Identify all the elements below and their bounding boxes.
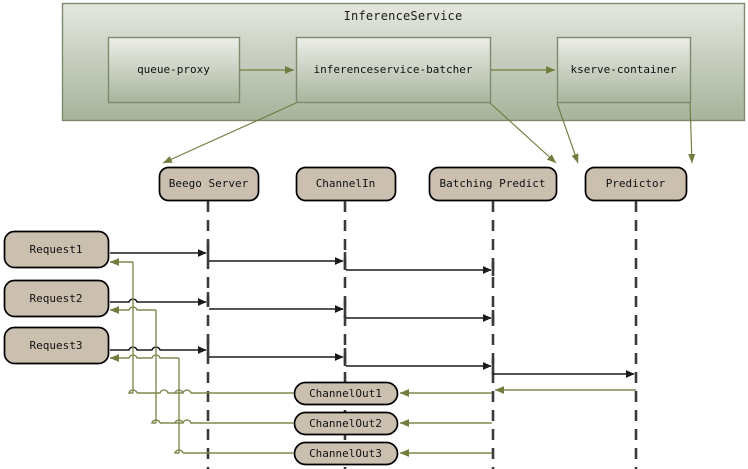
lifeline-label-beego-server: Beego Server <box>168 177 249 190</box>
msg-request3-to-beego <box>110 346 207 354</box>
activation-marks <box>206 243 495 375</box>
request-box-1[interactable] <box>3 230 110 269</box>
component-inferenceservice-batcher[interactable] <box>295 36 492 104</box>
lifeline-head-predictor[interactable] <box>584 166 688 202</box>
request-label-1: Request1 <box>29 242 83 256</box>
channelout-box-3[interactable] <box>293 441 399 466</box>
lifeline-label-batching-predict: Batching Predict <box>439 177 546 190</box>
channelout-box-2[interactable] <box>293 411 399 436</box>
component-kserve-container[interactable] <box>556 36 692 104</box>
channelout-box-1[interactable] <box>293 381 399 406</box>
msg-request2-to-beego <box>110 298 207 306</box>
lifeline-label-predictor: Predictor <box>605 177 666 190</box>
request-label-3: Request3 <box>29 338 83 352</box>
msg-channelout2-to-request2 <box>109 306 294 424</box>
lifeline-head-channelin[interactable] <box>295 166 397 202</box>
mapping-batcher-to-beego <box>162 102 297 164</box>
channelout-label-2: ChannelOut2 <box>309 416 382 430</box>
lifeline-label-channelin: ChannelIn <box>315 177 376 190</box>
mapping-kserve-to-batching-predict <box>556 102 579 164</box>
channelout-label-1: ChannelOut1 <box>309 386 382 400</box>
component-queue-proxy[interactable] <box>107 36 241 104</box>
channelout-label-3: ChannelOut3 <box>309 446 382 460</box>
request-box-2[interactable] <box>3 279 110 318</box>
lifeline-head-batching-predict[interactable] <box>428 166 558 202</box>
component-label-kserve-container: kserve-container <box>570 63 677 76</box>
request-box-3[interactable] <box>3 326 110 365</box>
request-label-2: Request2 <box>29 291 83 305</box>
group-title: InferenceService <box>343 9 463 23</box>
mapping-kserve-to-predictor <box>688 102 696 164</box>
component-label-inferenceservice-batcher: inferenceservice-batcher <box>313 63 473 76</box>
msg-channelout3-to-request3 <box>109 354 294 454</box>
lifeline-head-beego-server[interactable] <box>158 166 260 202</box>
msg-channelout1-to-request1 <box>109 258 294 394</box>
component-label-queue-proxy: queue-proxy <box>137 63 210 76</box>
crossing-hops <box>151 389 184 424</box>
mapping-batcher-to-batching-predict <box>489 102 557 164</box>
